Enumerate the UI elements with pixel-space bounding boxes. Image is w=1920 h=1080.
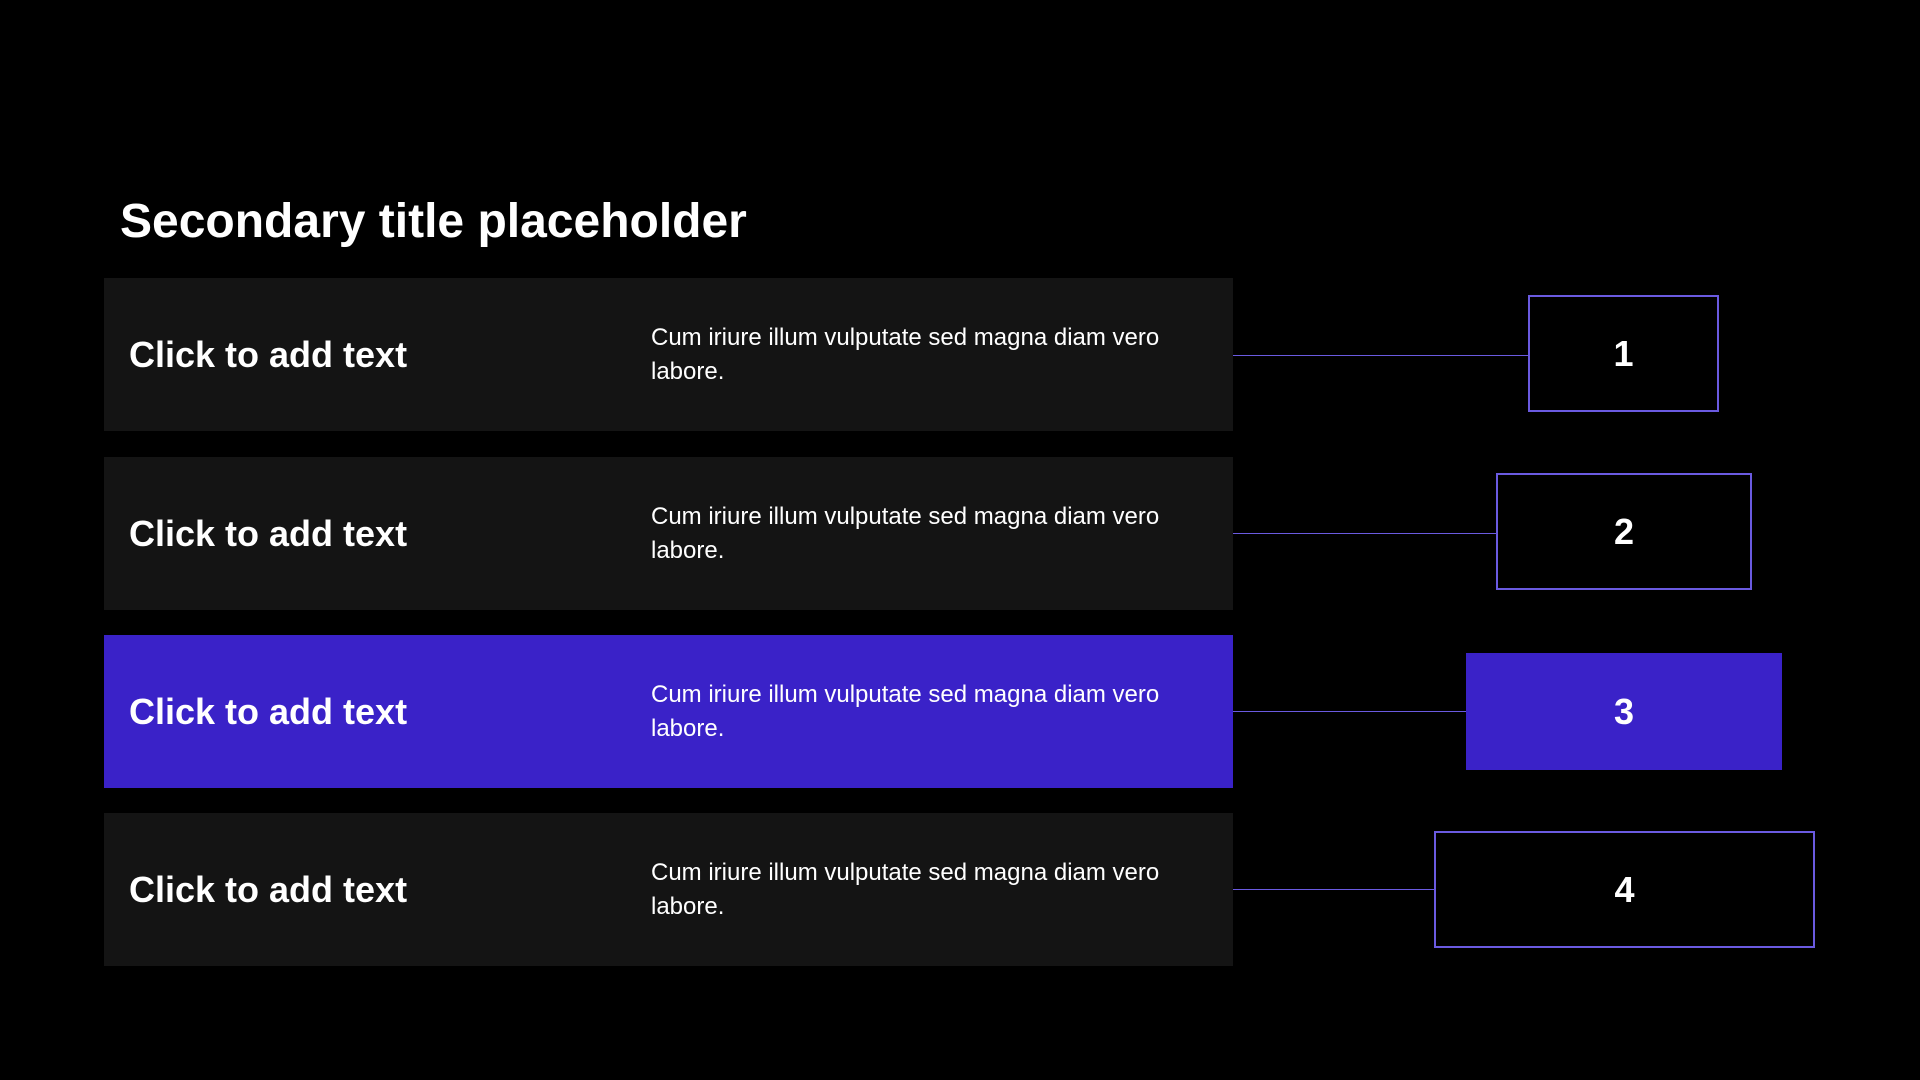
row-description[interactable]: Cum iriure illum vulputate sed magna dia… xyxy=(651,858,1160,920)
connector-line xyxy=(1233,889,1434,890)
row-description[interactable]: Cum iriure illum vulputate sed magna dia… xyxy=(651,502,1160,564)
number-box-1[interactable]: 1 xyxy=(1528,295,1719,412)
row-heading[interactable]: Click to add text xyxy=(129,868,408,910)
row-heading[interactable]: Click to add text xyxy=(129,690,408,732)
connector-line xyxy=(1233,533,1496,534)
row-heading[interactable]: Click to add text xyxy=(129,512,408,554)
list-row-4: Click to add text Cum iriure illum vulpu… xyxy=(104,813,1233,966)
number-box-3[interactable]: 3 xyxy=(1466,653,1782,770)
row-heading[interactable]: Click to add text xyxy=(129,333,408,375)
list-row-3: Click to add text Cum iriure illum vulpu… xyxy=(104,635,1233,788)
number-box-4[interactable]: 4 xyxy=(1434,831,1815,948)
connector-line xyxy=(1233,355,1528,356)
list-row-1: Click to add text Cum iriure illum vulpu… xyxy=(104,278,1233,431)
list-row-2: Click to add text Cum iriure illum vulpu… xyxy=(104,457,1233,610)
row-description[interactable]: Cum iriure illum vulputate sed magna dia… xyxy=(651,323,1160,385)
connector-line xyxy=(1233,711,1466,712)
number-box-2[interactable]: 2 xyxy=(1496,473,1752,590)
row-description[interactable]: Cum iriure illum vulputate sed magna dia… xyxy=(651,680,1160,742)
slide-title[interactable]: Secondary title placeholder xyxy=(120,195,747,248)
